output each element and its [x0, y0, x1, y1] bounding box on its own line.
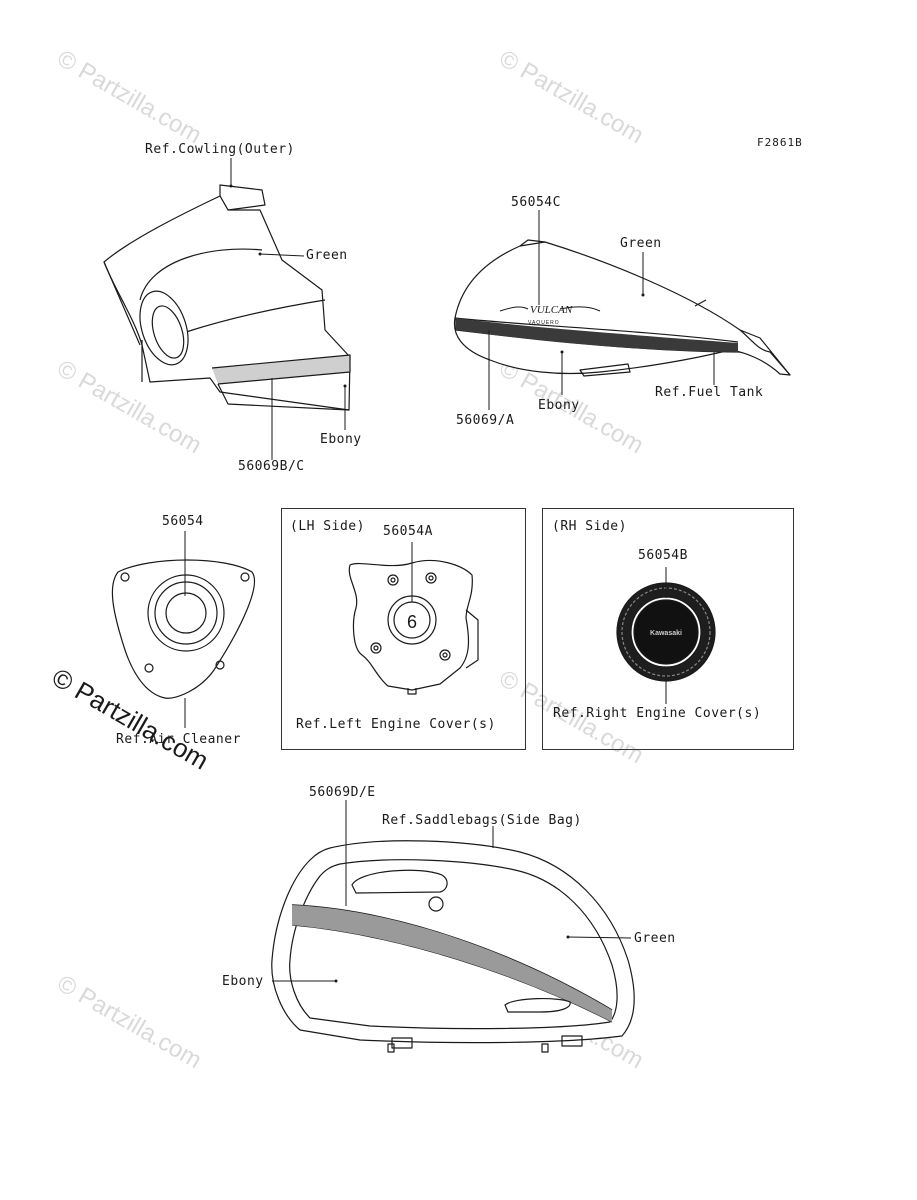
tank-green-label: Green — [620, 236, 662, 251]
tank-part-number-top: 56054C — [511, 195, 561, 210]
rh-emblem-brand: Kawasaki — [650, 630, 682, 637]
saddlebag-drawing — [271, 840, 635, 1053]
cowling-ref-label: Ref.Cowling(Outer) — [145, 142, 295, 157]
cowling-part-number: 56069B/C — [238, 459, 305, 474]
bag-part-number: 56069D/E — [309, 785, 376, 800]
cowling-drawing — [103, 184, 351, 411]
lh-emblem-digit: 6 — [407, 612, 417, 632]
tank-part-number-bottom: 56069/A — [456, 413, 515, 428]
cowling-green-label: Green — [306, 248, 348, 263]
bag-ref-label: Ref.Saddlebags(Side Bag) — [382, 813, 582, 828]
rh-side-title: (RH Side) — [552, 519, 627, 534]
left-engine-cover-drawing — [348, 559, 479, 695]
leader-lines — [184, 158, 715, 982]
lh-part-number: 56054A — [383, 524, 433, 539]
rh-part-number: 56054B — [638, 548, 688, 563]
tank-logo-sub: VAQUERO — [528, 320, 560, 326]
cowling-ebony-label: Ebony — [320, 432, 362, 447]
air-cleaner-ref-label: Ref.Air Cleaner — [116, 732, 241, 747]
lh-side-title: (LH Side) — [290, 519, 365, 534]
rh-ref-label: Ref.Right Engine Cover(s) — [553, 706, 762, 721]
bag-ebony-label: Ebony — [222, 974, 264, 989]
air-cleaner-drawing — [111, 559, 256, 699]
figure-code: F2861B — [757, 136, 803, 149]
bag-green-label: Green — [634, 931, 676, 946]
lh-side-panel — [281, 508, 526, 750]
tank-ref-label: Ref.Fuel Tank — [655, 385, 764, 400]
air-cleaner-part-number: 56054 — [162, 514, 204, 529]
tank-logo: VULCAN — [530, 304, 573, 316]
fuel-tank-drawing — [453, 239, 791, 377]
tank-ebony-label: Ebony — [538, 398, 580, 413]
rh-side-panel — [542, 508, 794, 750]
lh-ref-label: Ref.Left Engine Cover(s) — [296, 717, 496, 732]
